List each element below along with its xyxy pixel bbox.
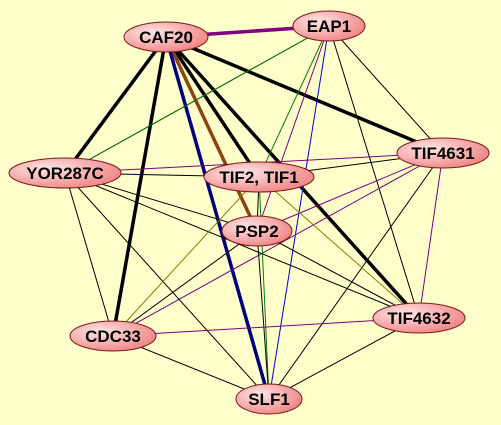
edge-caf20-yor287c bbox=[63, 35, 168, 175]
node-shape bbox=[203, 161, 315, 193]
node-shape bbox=[8, 157, 122, 189]
node-shape bbox=[372, 302, 466, 334]
edge-tif4631-psp2 bbox=[256, 152, 444, 232]
node-eap1[interactable]: EAP1 bbox=[292, 10, 366, 42]
node-shape bbox=[235, 383, 303, 415]
edge-tif4632-cdc33 bbox=[112, 317, 420, 337]
node-psp2[interactable]: PSP2 bbox=[221, 215, 293, 247]
node-caf20[interactable]: CAF20 bbox=[123, 21, 209, 53]
edge-tif4632-slf1 bbox=[268, 317, 420, 400]
node-shape bbox=[221, 215, 293, 247]
node-shape bbox=[292, 10, 366, 42]
node-label: TIF4632 bbox=[387, 309, 450, 328]
node-label: YOR287C bbox=[26, 164, 103, 183]
edge-eap1-tif2 bbox=[258, 25, 330, 178]
node-tif2[interactable]: TIF2, TIF1 bbox=[203, 161, 315, 193]
edge-yor287c-cdc33 bbox=[64, 172, 114, 337]
edge-tif2-cdc33 bbox=[112, 176, 260, 337]
edge-caf20-cdc33 bbox=[111, 35, 168, 338]
edge-caf20-slf1 bbox=[164, 35, 271, 401]
node-label: TIF4631 bbox=[411, 144, 474, 163]
edge-caf20-tif2 bbox=[164, 35, 261, 179]
edge-tif4631-tif4632 bbox=[418, 152, 444, 319]
node-slf1[interactable]: SLF1 bbox=[235, 383, 303, 415]
edge-yor287c-tif4632 bbox=[64, 172, 420, 319]
edge-caf20-psp2 bbox=[164, 35, 259, 233]
node-shape bbox=[396, 137, 490, 169]
node-label: CAF20 bbox=[139, 28, 193, 47]
edge-eap1-tif4632 bbox=[328, 25, 420, 319]
edge-tif2-tif4632 bbox=[258, 176, 420, 319]
node-tif4632[interactable]: TIF4632 bbox=[372, 302, 466, 334]
node-label: TIF2, TIF1 bbox=[219, 168, 298, 187]
edge-tif4631-cdc33 bbox=[112, 152, 444, 337]
node-label: EAP1 bbox=[307, 17, 351, 36]
edge-yor287c-eap1 bbox=[64, 25, 330, 174]
edge-tif4631-slf1 bbox=[268, 152, 444, 400]
node-label: SLF1 bbox=[248, 390, 290, 409]
edge-tif2-slf1 bbox=[258, 176, 270, 400]
edge-eap1-psp2 bbox=[256, 25, 330, 232]
node-shape bbox=[69, 320, 157, 352]
edge-yor287c-slf1 bbox=[64, 172, 270, 400]
edge-psp2-cdc33 bbox=[112, 230, 258, 337]
node-tif4631[interactable]: TIF4631 bbox=[396, 137, 490, 169]
edge-psp2-slf1 bbox=[256, 230, 270, 400]
node-label: CDC33 bbox=[85, 327, 141, 346]
node-shape bbox=[123, 21, 209, 53]
edge-psp2-tif4632 bbox=[256, 230, 420, 319]
node-label: PSP2 bbox=[235, 222, 278, 241]
node-cdc33[interactable]: CDC33 bbox=[69, 320, 157, 352]
node-yor287c[interactable]: YOR287C bbox=[8, 157, 122, 189]
edge-eap1-tif4631 bbox=[328, 25, 444, 154]
